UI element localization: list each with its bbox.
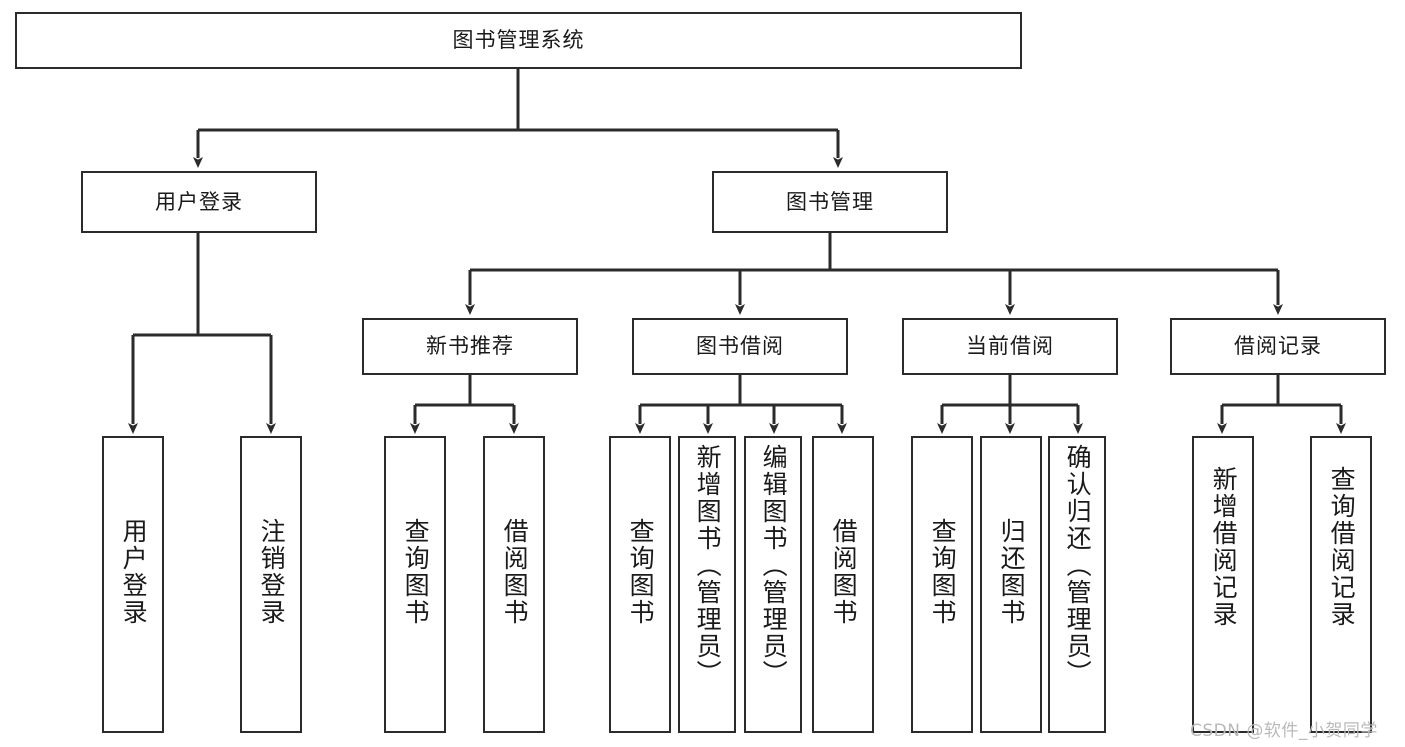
node-book-borrowing[interactable]: 图书借阅: [632, 318, 848, 375]
leaf-query-borrowing-record[interactable]: 查询借阅记录: [1310, 436, 1372, 733]
leaf-borrow-book-borrowing[interactable]: 借阅图书: [812, 436, 874, 733]
node-label: 用户登录: [119, 518, 149, 626]
node-label: 查询图书: [626, 518, 656, 626]
leaf-query-book-borrowing[interactable]: 查询图书: [609, 436, 671, 733]
node-user-login[interactable]: 用户登录: [81, 171, 317, 233]
node-label: 编辑图书（管理员）: [759, 444, 789, 687]
node-label: 图书借阅: [696, 334, 784, 359]
leaf-query-book-recommendation[interactable]: 查询图书: [384, 436, 446, 733]
leaf-add-borrowing-record[interactable]: 新增借阅记录: [1192, 436, 1254, 733]
leaf-return-book[interactable]: 归还图书: [980, 436, 1042, 733]
leaf-confirm-return-admin[interactable]: 确认归还（管理员）: [1048, 436, 1106, 733]
leaf-user-login[interactable]: 用户登录: [102, 436, 164, 733]
node-label: 新书推荐: [426, 334, 514, 359]
node-root-library-management-system[interactable]: 图书管理系统: [15, 12, 1022, 69]
node-label: 确认归还（管理员）: [1063, 444, 1093, 687]
leaf-query-book-current[interactable]: 查询图书: [911, 436, 973, 733]
leaf-logout[interactable]: 注销登录: [240, 436, 302, 733]
node-label: 查询图书: [928, 518, 958, 626]
node-new-book-recommendation[interactable]: 新书推荐: [362, 318, 578, 375]
node-label: 用户登录: [155, 189, 243, 214]
node-label: 图书管理系统: [452, 28, 585, 53]
leaf-edit-book-admin[interactable]: 编辑图书（管理员）: [744, 436, 802, 733]
node-label: 查询借阅记录: [1327, 466, 1357, 628]
node-current-borrowing[interactable]: 当前借阅: [902, 318, 1118, 375]
node-book-management[interactable]: 图书管理: [712, 171, 948, 233]
leaf-add-book-admin[interactable]: 新增图书（管理员）: [678, 436, 736, 733]
node-label: 新增借阅记录: [1209, 466, 1239, 628]
node-borrowing-records[interactable]: 借阅记录: [1170, 318, 1386, 375]
node-label: 借阅图书: [500, 518, 530, 626]
node-label: 借阅图书: [829, 518, 859, 626]
node-label: 新增图书（管理员）: [693, 444, 723, 687]
node-label: 归还图书: [997, 518, 1027, 626]
csdn-watermark: CSDN @软件_小贺同学: [1190, 721, 1378, 741]
node-label: 当前借阅: [966, 334, 1054, 359]
node-label: 查询图书: [401, 518, 431, 626]
node-label: 注销登录: [257, 518, 287, 626]
node-label: 借阅记录: [1234, 334, 1322, 359]
node-label: 图书管理: [786, 189, 874, 214]
leaf-borrow-book-recommendation[interactable]: 借阅图书: [483, 436, 545, 733]
